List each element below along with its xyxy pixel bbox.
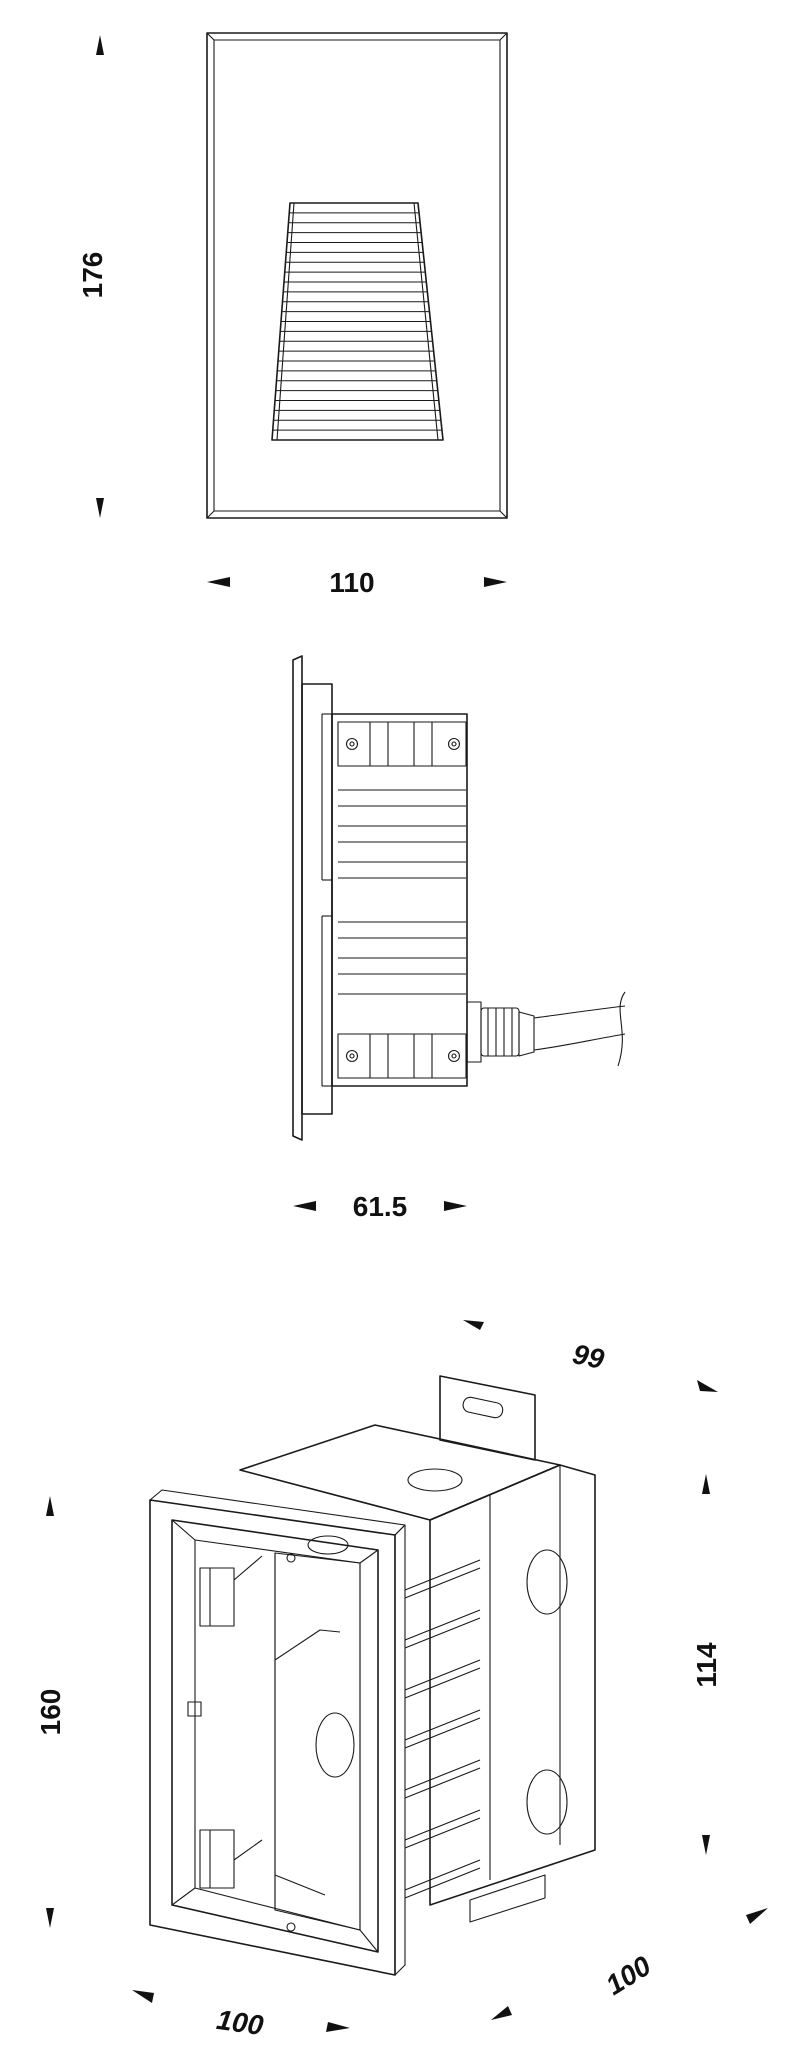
arrow-right: [697, 1380, 718, 1392]
side-depth-dimension: 61.5: [293, 1191, 467, 1222]
box-left-label: 160: [35, 1689, 66, 1736]
knockout-lower: [526, 1769, 568, 1835]
arrow-right: [746, 1908, 768, 1924]
rib-line: [404, 1667, 481, 1699]
arrow-left: [207, 577, 230, 587]
box-bottom-left-label: 100: [215, 2004, 266, 2041]
rib-line: [404, 1709, 481, 1741]
arrow-left: [132, 1990, 154, 2003]
frame-outer: [149, 1499, 396, 1976]
front-view: [206, 32, 508, 519]
box-left-dimension: 160: [35, 1496, 66, 1928]
rib-line: [404, 1567, 481, 1599]
front-width-dimension: 110: [207, 567, 507, 598]
box-top: [239, 1424, 561, 1521]
box-top-label: 99: [570, 1338, 607, 1375]
mounting-tab: [439, 1375, 536, 1461]
front-width-label: 110: [329, 567, 374, 598]
rib-line: [404, 1617, 481, 1649]
rib-line: [404, 1609, 481, 1641]
front-plate-inner: [213, 39, 501, 512]
box-right-label: 114: [691, 1642, 722, 1688]
box-view: [149, 1375, 596, 1976]
rib-line: [404, 1809, 481, 1841]
arrow-right: [484, 577, 507, 587]
rib-line: [404, 1559, 481, 1591]
rib-line: [404, 1717, 481, 1749]
side-body: [331, 713, 468, 1087]
front-height-dimension: 176: [77, 35, 108, 518]
arrow-down: [702, 1835, 710, 1855]
box-bottom-right-dimension: 100: [491, 1908, 768, 2020]
arrow-up: [46, 1496, 54, 1516]
box-right-side: [429, 1464, 596, 1906]
arrow-up: [96, 35, 104, 55]
arrow-left: [491, 2006, 512, 2020]
arrow-up: [702, 1474, 710, 1494]
side-view: [292, 655, 626, 1141]
rib-line: [404, 1759, 481, 1791]
box-ribs: [404, 1559, 481, 1899]
arrow-right: [326, 2022, 350, 2032]
louver-slats: [272, 212, 442, 431]
side-flange: [301, 683, 333, 1115]
knockout-upper: [526, 1549, 568, 1615]
box-bottom-left-dimension: 100: [132, 1990, 350, 2041]
knockout-inner: [315, 1712, 355, 1778]
rib-line: [404, 1867, 481, 1899]
arrow-down: [46, 1908, 54, 1928]
arrow-down: [96, 498, 104, 518]
cable-break: [617, 991, 626, 1067]
front-plate-outer: [206, 32, 508, 519]
arrow-left: [293, 1201, 316, 1211]
frame-opening: [194, 1539, 361, 1931]
arrow-right: [444, 1201, 467, 1211]
rib-line: [404, 1817, 481, 1849]
knockout-top: [407, 1468, 463, 1492]
box-right-dimension: 114: [691, 1474, 722, 1855]
rib-line: [404, 1659, 481, 1691]
rib-line: [404, 1859, 481, 1891]
side-face-plate: [292, 655, 303, 1141]
side-depth-label: 61.5: [353, 1191, 408, 1222]
box-top-dimension: 99: [463, 1320, 718, 1392]
front-height-label: 176: [77, 252, 108, 299]
box-bottom-right-label: 100: [600, 1950, 656, 2001]
side-fins: [338, 789, 466, 995]
arrow-left: [463, 1320, 484, 1330]
rib-line: [404, 1767, 481, 1799]
